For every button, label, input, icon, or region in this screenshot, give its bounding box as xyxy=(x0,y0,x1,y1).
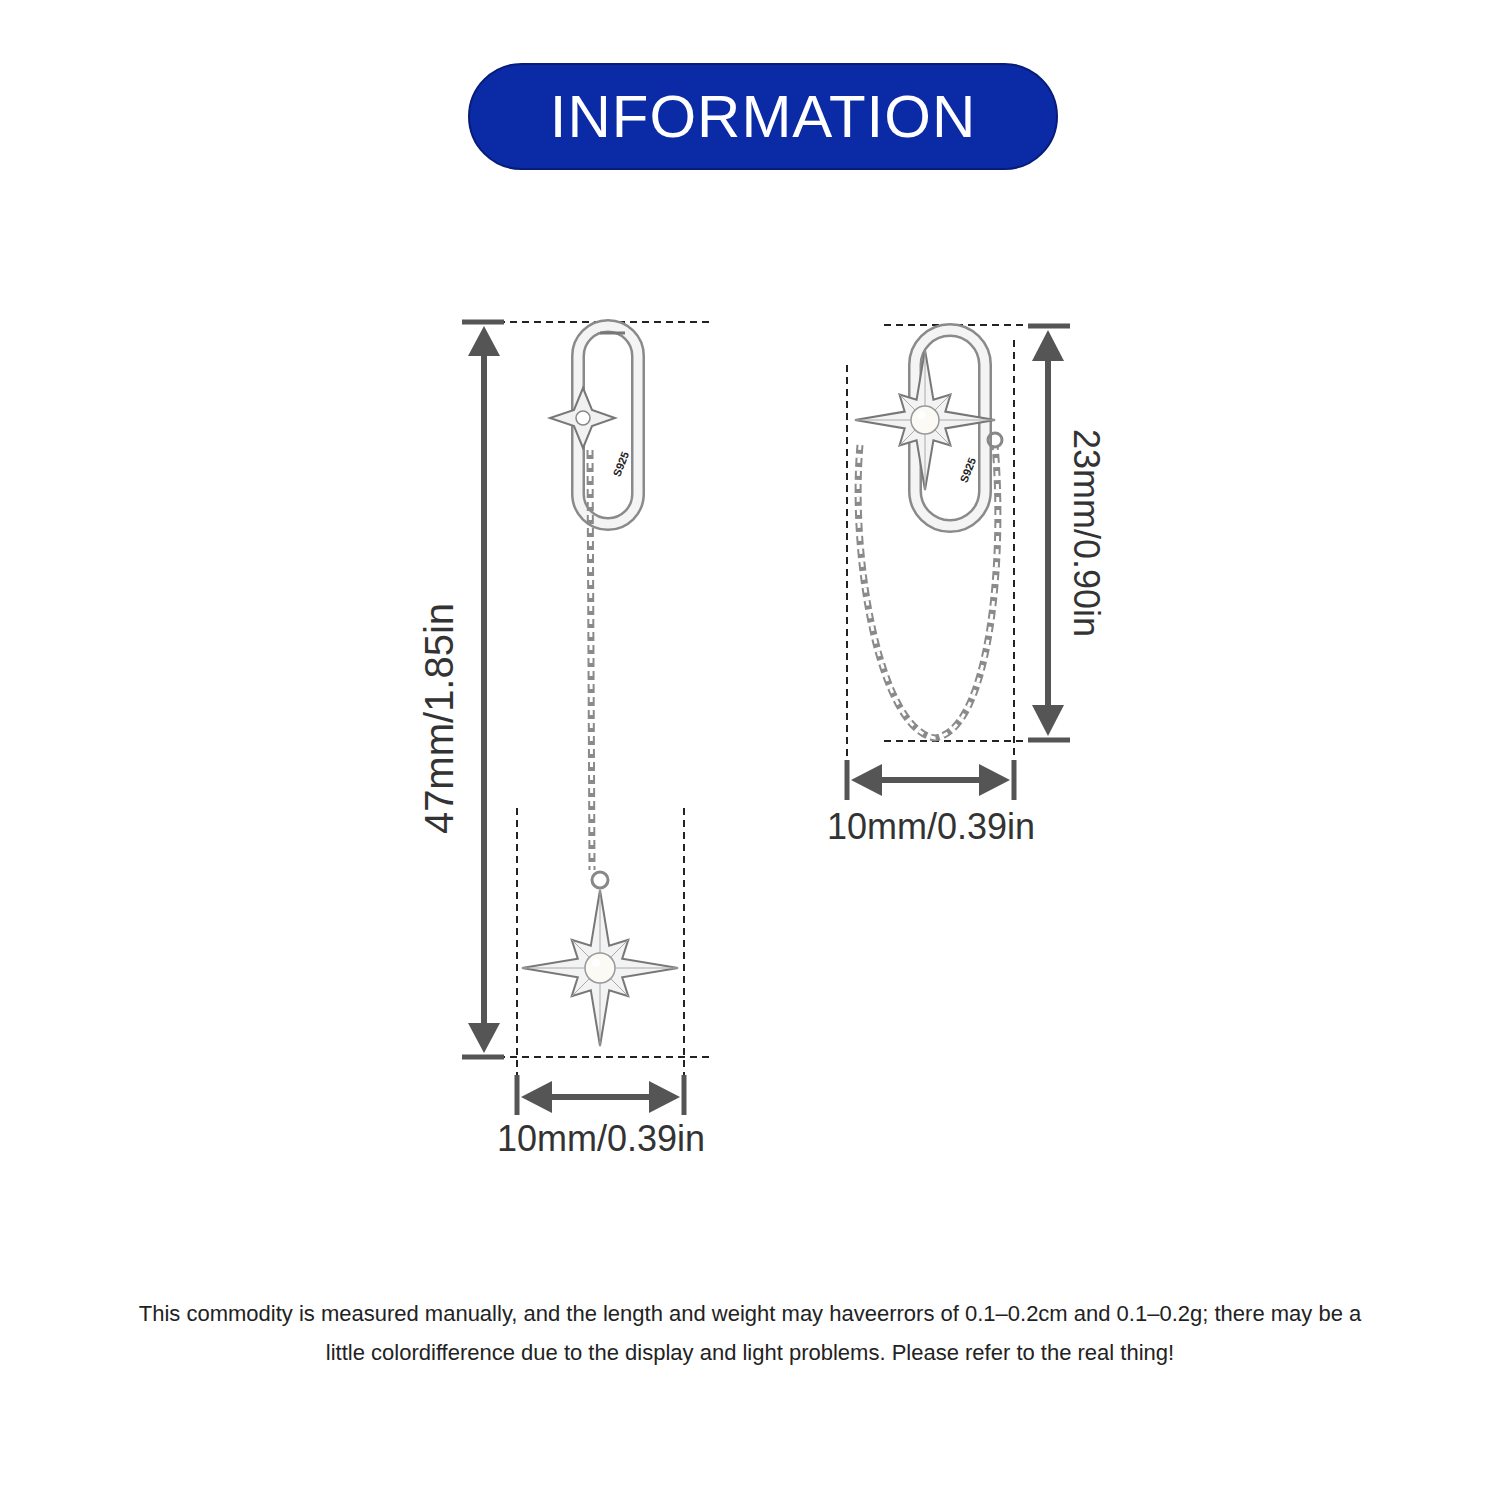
disclaimer-caption: This commodity is measured manually, and… xyxy=(135,1294,1365,1372)
page-title: INFORMATION xyxy=(550,82,977,151)
right-earring xyxy=(855,330,1002,738)
height-dimension: 23mm/0.90in xyxy=(1065,429,1107,637)
hallmark-stamp: S925 xyxy=(611,450,632,478)
title-pill: INFORMATION xyxy=(468,63,1058,170)
left-earring xyxy=(522,326,678,1046)
height-dimension: 47mm/1.85in xyxy=(417,602,462,833)
width-dimension: 10mm/0.39in xyxy=(827,806,1035,848)
dimension-arrows xyxy=(462,322,1070,1115)
hallmark-stamp: S925 xyxy=(958,456,979,484)
width-dimension: 10mm/0.39in xyxy=(497,1118,705,1160)
dashed-guides xyxy=(462,322,1070,1112)
